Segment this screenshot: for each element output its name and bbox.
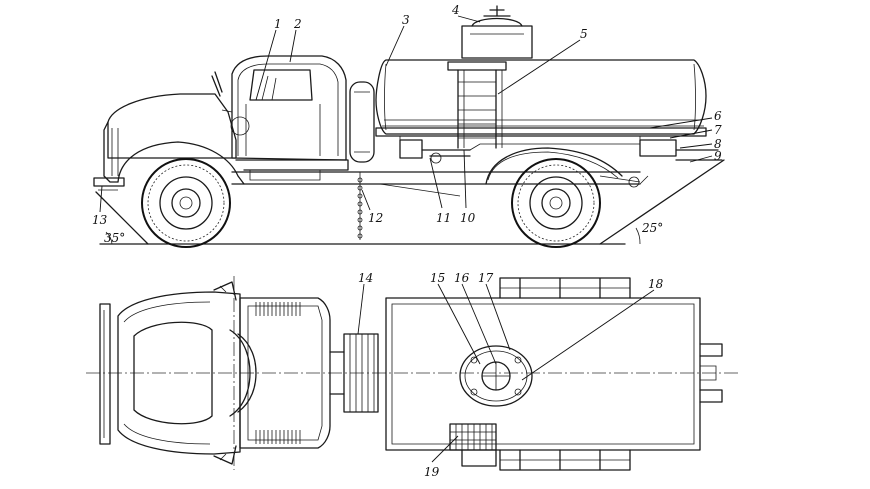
front-wheel	[141, 158, 231, 248]
callout-3: 3	[402, 13, 410, 27]
cab	[231, 55, 347, 161]
callout-2: 2	[293, 17, 302, 31]
pump	[399, 139, 423, 159]
mesh-step	[449, 423, 497, 467]
callout-13: 13	[92, 213, 108, 227]
front-approach-angle: 35°	[104, 231, 125, 245]
grounding-chain	[357, 172, 363, 240]
callout-4: 4	[451, 3, 460, 17]
rear-fender	[485, 147, 623, 185]
cab-window	[249, 69, 313, 101]
callout-1: 1	[274, 17, 282, 31]
callout-19: 19	[424, 465, 440, 479]
callout-7: 7	[714, 123, 722, 137]
callout-6: 6	[714, 109, 722, 123]
filler-hatch	[461, 25, 533, 59]
callout-17: 17	[478, 271, 494, 285]
front-fender	[117, 141, 245, 185]
rear-wheel	[511, 158, 601, 248]
callout-14: 14	[358, 271, 373, 285]
callout-5: 5	[580, 27, 588, 41]
top-coupling	[329, 333, 379, 413]
grille	[103, 121, 119, 183]
spare-unit	[349, 81, 375, 163]
tank	[375, 59, 707, 135]
callout-9: 9	[714, 149, 722, 163]
front-approach-angle-line	[95, 191, 149, 245]
callouts: 1 2 3 4 5 6 7 8 9 10 11 12 13 14 15 16 1…	[92, 3, 722, 479]
side-view	[93, 5, 725, 248]
ladder	[447, 61, 507, 149]
top-tank	[385, 297, 701, 451]
callout-15: 15	[430, 271, 445, 285]
top-hood	[117, 291, 241, 455]
rear-departure-angle: 25°	[641, 221, 663, 235]
top-hatch	[459, 345, 533, 407]
callout-11: 11	[436, 211, 451, 225]
callout-16: 16	[454, 271, 470, 285]
callout-10: 10	[460, 211, 476, 225]
front-bumper	[93, 177, 125, 187]
callout-12: 12	[368, 211, 383, 225]
callout-8: 8	[714, 137, 722, 151]
rear-departure-angle-line	[599, 159, 725, 245]
hood	[107, 93, 237, 159]
top-cab	[239, 297, 331, 449]
leader-lines	[99, 15, 713, 463]
callout-18: 18	[648, 277, 664, 291]
top-bumper	[99, 303, 111, 445]
top-view	[86, 276, 740, 471]
